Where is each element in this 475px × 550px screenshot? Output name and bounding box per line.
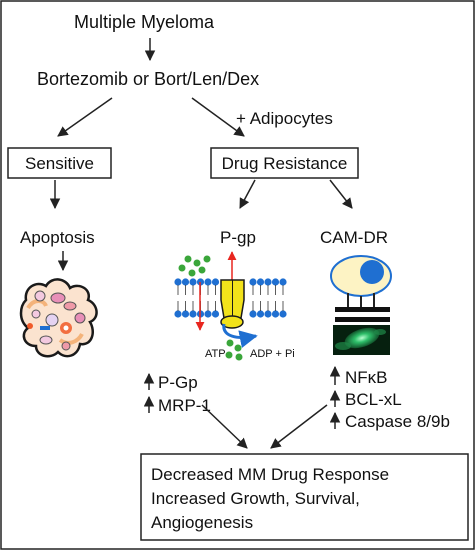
arrow-camdr-to-outcome bbox=[270, 404, 328, 449]
lipid-head bbox=[211, 310, 220, 318]
marker-caspase: Caspase 8/9b bbox=[345, 412, 450, 431]
arrow-to-pgp bbox=[239, 179, 256, 209]
sensitive-box bbox=[7, 147, 112, 179]
atp-label: ATP bbox=[205, 348, 226, 360]
lipid-head bbox=[181, 310, 190, 318]
lipid-head bbox=[211, 278, 220, 286]
outcome-line-2: Increased Growth, Survival, bbox=[151, 489, 360, 508]
adhesion-molecule-bar-2 bbox=[335, 317, 390, 322]
camdr-label: CAM-DR bbox=[320, 228, 388, 247]
lipid-head bbox=[174, 310, 182, 318]
apoptotic-cells-illustration bbox=[19, 278, 98, 358]
adhesion-molecule-bar bbox=[335, 307, 390, 312]
camdr-markers-list: NFκB BCL-xL Caspase 8/9b bbox=[329, 365, 450, 431]
adipocytes-label: + Adipocytes bbox=[236, 109, 333, 128]
atp-binding-domain bbox=[220, 315, 244, 329]
lipid-head bbox=[204, 278, 212, 286]
lipid-head bbox=[181, 278, 190, 286]
title-text: Multiple Myeloma bbox=[74, 12, 215, 32]
camdr-cell-illustration bbox=[330, 255, 392, 355]
arrow-pgp-to-outcome bbox=[201, 404, 248, 449]
outcome-line-3: Angiogenesis bbox=[151, 513, 253, 532]
lipid-head bbox=[271, 278, 280, 286]
adp-label: ADP + Pi bbox=[250, 348, 295, 360]
pgp-label: P-gp bbox=[220, 228, 256, 247]
drug-molecules-inside bbox=[225, 339, 243, 361]
lipid-head bbox=[264, 278, 272, 286]
lipid-head bbox=[204, 310, 212, 318]
lipid-head bbox=[271, 310, 280, 318]
lipid-head bbox=[256, 310, 265, 318]
cell-nucleus bbox=[360, 260, 384, 284]
lipid-head bbox=[249, 278, 257, 286]
sensitive-label: Sensitive bbox=[25, 154, 94, 173]
pgp-markers-list: P-Gp MRP-1 bbox=[143, 372, 211, 415]
resistance-box bbox=[210, 147, 359, 179]
pgp-transporter-illustration: ATP ADP + Pi bbox=[174, 251, 295, 361]
lipid-head bbox=[174, 278, 182, 286]
resistance-label: Drug Resistance bbox=[222, 154, 348, 173]
lipid-head bbox=[249, 310, 257, 318]
lipid-head bbox=[256, 278, 265, 286]
drug-molecules-outside bbox=[178, 255, 211, 277]
apoptosis-label: Apoptosis bbox=[20, 228, 95, 247]
lipid-head bbox=[264, 310, 272, 318]
outcome-line-1: Decreased MM Drug Response bbox=[151, 465, 389, 484]
marker-pgp: P-Gp bbox=[158, 373, 198, 392]
arrow-to-resistance bbox=[191, 97, 245, 137]
lipid-head bbox=[279, 310, 287, 318]
atp-hydrolysis-arrow bbox=[222, 323, 258, 348]
arrow-to-sensitive bbox=[57, 97, 113, 137]
lipid-head bbox=[189, 278, 197, 286]
lipid-head bbox=[279, 278, 287, 286]
treatment-text: Bortezomib or Bort/Len/Dex bbox=[37, 69, 259, 89]
arrow-to-camdr bbox=[329, 179, 353, 209]
marker-mrp1: MRP-1 bbox=[158, 396, 211, 415]
outcome-box bbox=[140, 453, 469, 541]
marker-bclxl: BCL-xL bbox=[345, 390, 402, 409]
marker-nfkb: NFκB bbox=[345, 368, 388, 387]
lipid-head bbox=[189, 310, 197, 318]
